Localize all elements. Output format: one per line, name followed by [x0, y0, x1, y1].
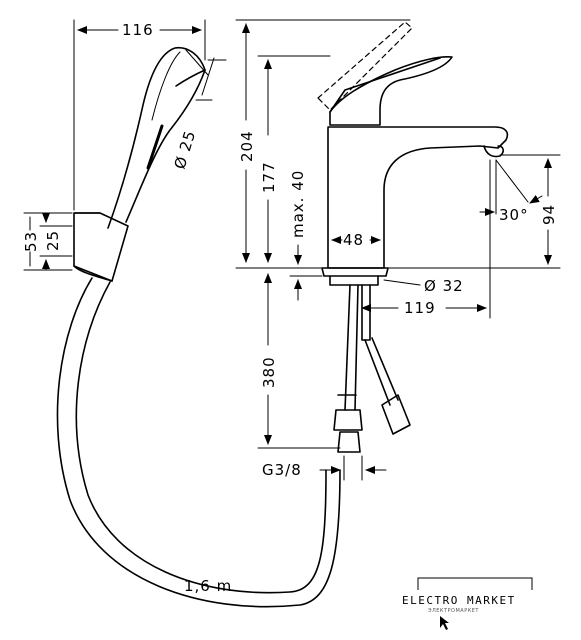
dim-hose-length: 1,6 m [184, 577, 232, 595]
cursor-icon [440, 616, 449, 630]
dim-total-height: 204 [238, 130, 256, 162]
dim-holder-inner: 25 [44, 230, 62, 251]
dim-angle: 30° [499, 206, 529, 224]
dim-shower-width: 116 [122, 21, 154, 39]
dim-supply-length: 380 [260, 356, 278, 388]
faucet-body [317, 21, 509, 286]
logo-title: ELECTRO MARKET [402, 594, 516, 607]
shower-holder [73, 212, 129, 282]
shower-hose [56, 277, 341, 608]
dim-spout-height: 177 [260, 161, 278, 193]
electro-market-logo: ELECTRO MARKET ЭЛЕКТРОМАРКЕТ [402, 577, 533, 630]
dim-body-width: 48 [343, 231, 364, 249]
dim-holder-height: 53 [22, 231, 40, 252]
dim-reach: 119 [404, 299, 436, 317]
dim-max-thickness: max. 40 [289, 170, 307, 238]
dim-shower-diameter: Ø 25 [171, 128, 200, 171]
dimension-lines [23, 19, 561, 481]
dim-spout-outlet: 94 [540, 204, 558, 225]
dim-thread: G3/8 [262, 461, 302, 479]
supply-hoses [333, 284, 411, 453]
hand-shower [107, 46, 209, 229]
dim-base-diameter: Ø 32 [424, 277, 464, 295]
logo-subtitle: ЭЛЕКТРОМАРКЕТ [428, 608, 479, 614]
